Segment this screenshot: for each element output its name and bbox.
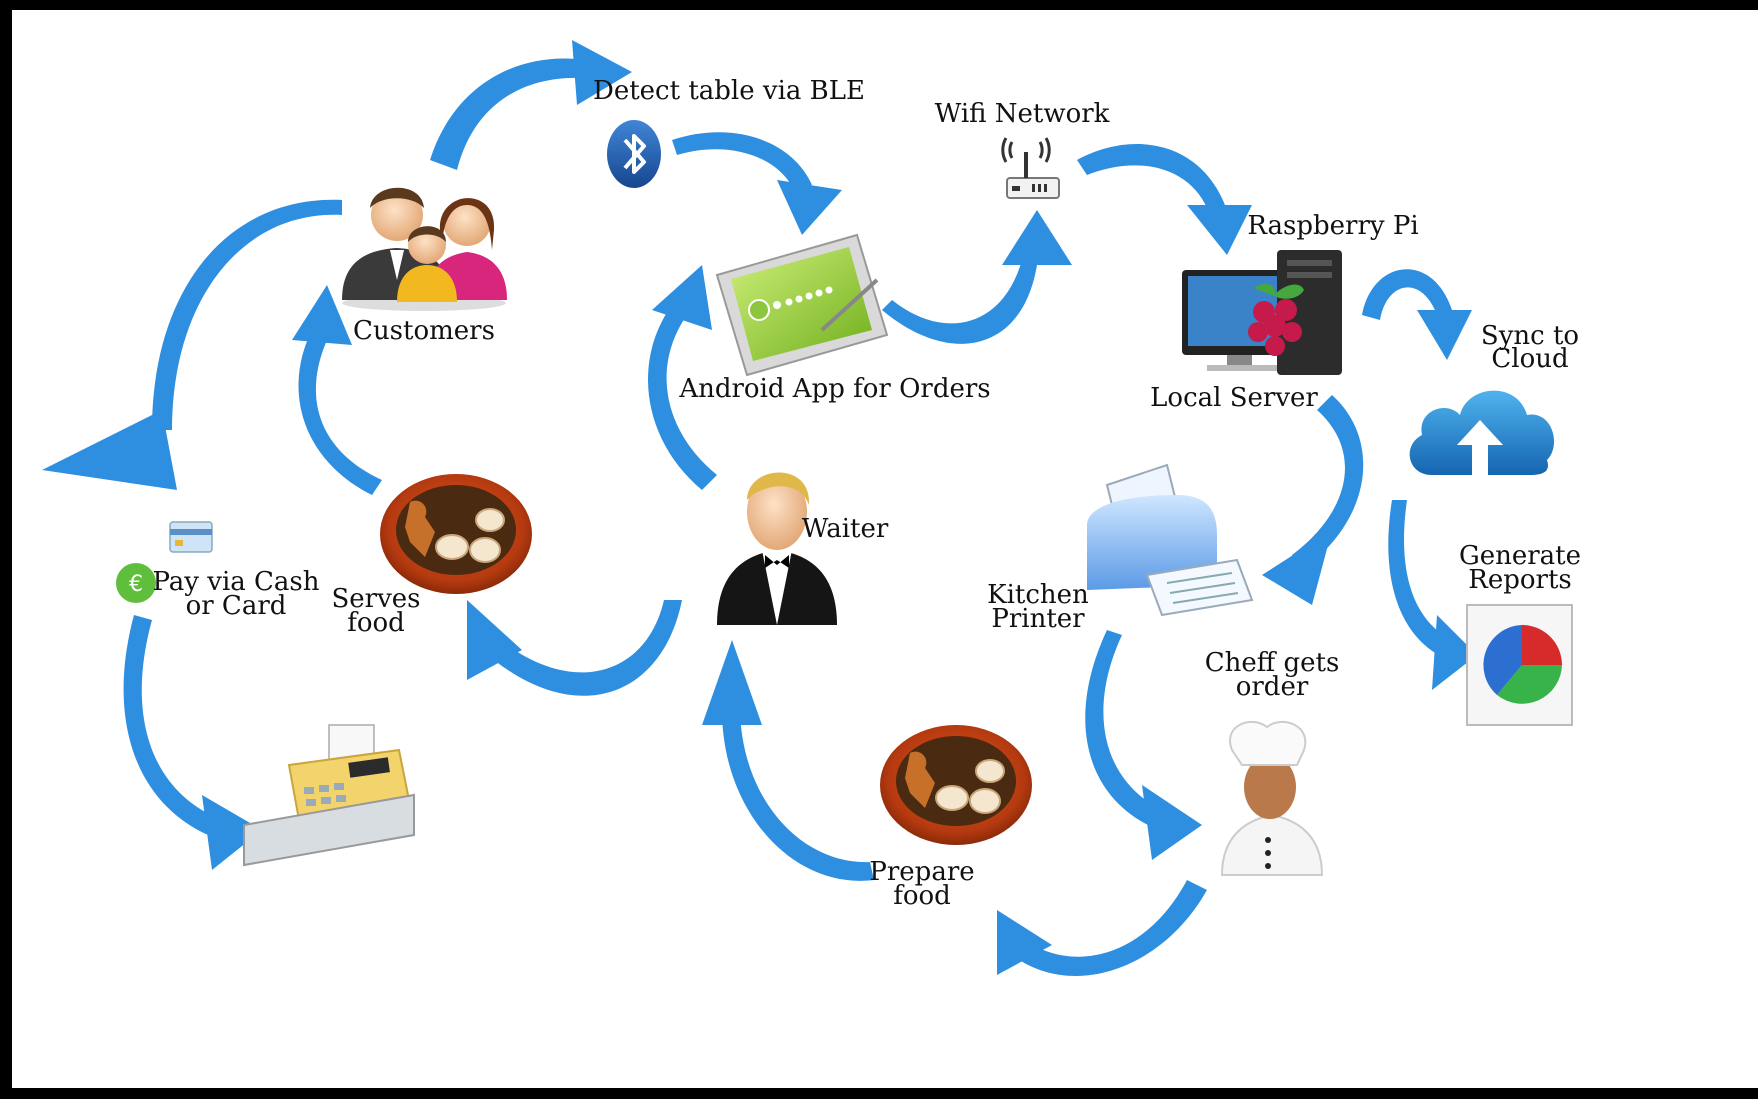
label-wifi-network: Wifi Network (934, 99, 1110, 129)
arrow-wifi-to-local-server (1077, 144, 1252, 255)
euro-coin-icon: € (116, 563, 156, 603)
tablet-icon (715, 233, 889, 377)
food-plate-icon (380, 474, 532, 594)
label-raspberry-pi: Raspberry Pi (1247, 211, 1419, 241)
credit-card-icon (169, 521, 213, 553)
arrow-waiter-to-android-app (648, 265, 717, 490)
arrow-pay-to-cash-register (123, 615, 262, 870)
arrow-server-to-cloud (1362, 269, 1472, 360)
chef-icon (1220, 721, 1324, 876)
arrow-chef-to-prepare-food (997, 880, 1207, 976)
label-kitchen-printer: Kitchen Printer (987, 580, 1089, 634)
raspberry-pi-icon (1248, 284, 1304, 356)
printer-icon (1087, 463, 1254, 617)
waiter-icon (717, 472, 837, 625)
arrow-server-to-printer (1262, 395, 1364, 605)
arrow-ble-to-android-app (672, 132, 842, 235)
label-sync-to-cloud: Sync to Cloud (1480, 321, 1580, 374)
wifi-router-icon (1001, 137, 1060, 199)
pie-chart-report-icon (1466, 604, 1573, 726)
svg-text:€: € (129, 572, 143, 597)
arrow-serves-food-to-customers (292, 285, 382, 495)
label-pay-via-cash-or-card: Pay via Cash or Card (152, 567, 320, 621)
label-serves-food: Serves food (331, 584, 421, 638)
arrow-android-app-to-wifi (882, 210, 1072, 344)
label-detect-table-via-ble: Detect table via BLE (592, 76, 866, 106)
arrow-printer-to-chef (1085, 630, 1202, 860)
arrow-customers-to-pay (42, 199, 342, 490)
label-android-app-for-orders: Android App for Orders (679, 374, 991, 404)
label-cheff-gets-order: Cheff gets order (1204, 648, 1340, 702)
arrow-prepare-food-to-waiter (702, 640, 874, 881)
label-prepare-food: Prepare food (869, 857, 975, 911)
cash-register-icon (243, 724, 415, 867)
family-icon (342, 187, 507, 311)
label-waiter: Waiter (801, 514, 889, 544)
label-customers: Customers (353, 316, 495, 346)
cloud-upload-icon (1409, 390, 1555, 475)
food-plate-icon (880, 725, 1032, 845)
arrow-waiter-to-serves-food (467, 600, 682, 696)
bluetooth-icon (607, 120, 661, 188)
restaurant-ordering-flow-diagram: € (42, 40, 1573, 976)
arrow-cloud-to-reports (1388, 500, 1477, 690)
label-generate-reports: Generate Reports (1458, 541, 1582, 595)
diagram-canvas: € (12, 10, 1758, 1088)
arrow-customers-to-ble (430, 40, 632, 170)
label-local-server: Local Server (1150, 383, 1318, 413)
